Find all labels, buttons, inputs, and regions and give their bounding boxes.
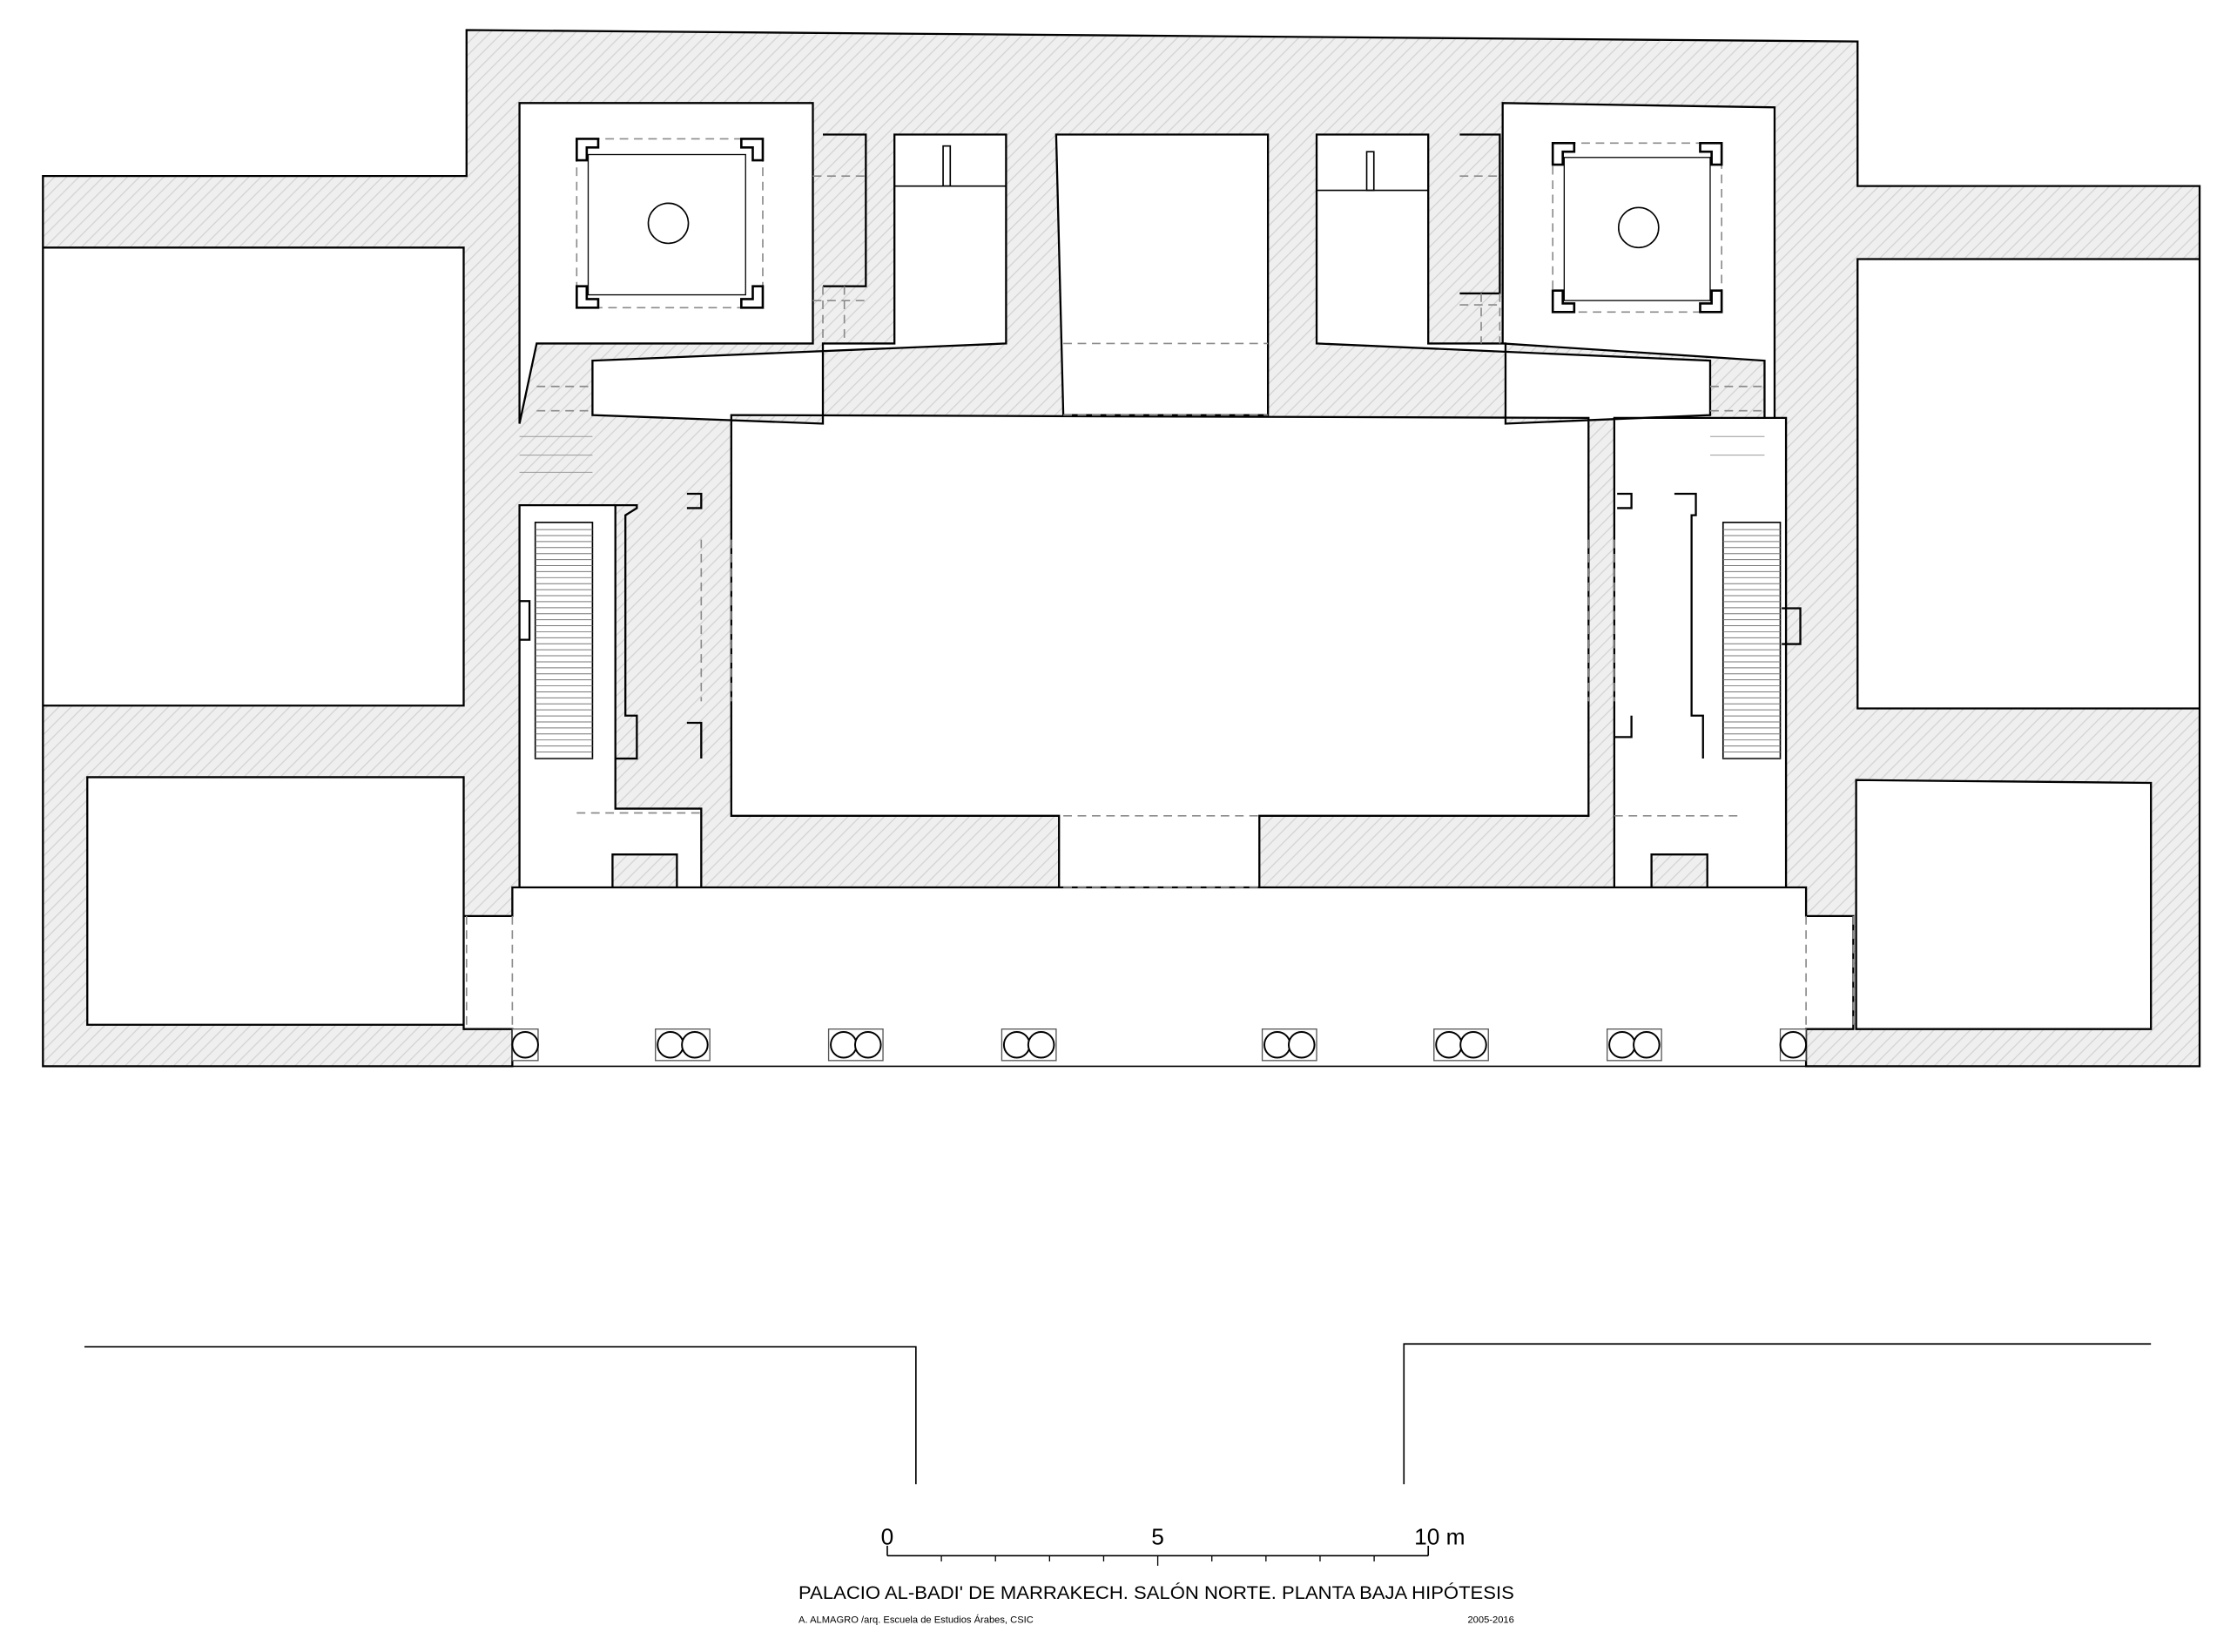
double-column [655, 1028, 711, 1062]
column-shaft-icon [1608, 1030, 1636, 1059]
right-pier-sw [1551, 289, 1576, 314]
wall-mass [42, 29, 2201, 1068]
right-staircase [1722, 522, 1782, 759]
double-column [1433, 1028, 1489, 1062]
column-shaft-icon [1027, 1030, 1055, 1059]
small-rooms [894, 145, 1429, 192]
upper-steps [519, 435, 1765, 473]
drawing-years: 2005-2016 [1467, 1615, 1513, 1626]
right-pier-nw [1551, 142, 1576, 166]
column-shaft-icon [657, 1030, 684, 1059]
column-shaft-icon [1459, 1030, 1487, 1059]
left-pavilion [576, 138, 765, 309]
double-column [1001, 1028, 1057, 1062]
left-fountain-icon [647, 202, 690, 245]
single-column [511, 1028, 539, 1062]
right-pier-ne [1699, 142, 1723, 166]
scale-tick-0: 0 [881, 1523, 894, 1549]
column-shaft-icon [1435, 1030, 1463, 1059]
column-shaft-icon [1287, 1030, 1316, 1059]
right-pavilion [1551, 142, 1723, 314]
right-pier-se [1699, 289, 1723, 314]
left-pier-se [740, 285, 765, 309]
double-column [1606, 1028, 1662, 1062]
left-pier-ne [740, 138, 765, 162]
scale-tick-5: 5 [1151, 1523, 1164, 1549]
plan-scale-group: 0 5 10 m PALACIO AL-BADI' DE MARRAKECH. … [42, 29, 2201, 1626]
column-shaft-icon [1263, 1030, 1291, 1059]
column-shaft-icon [1633, 1030, 1661, 1059]
drawing-author: A. ALMAGRO /arq. Escuela de Estudios Ára… [798, 1615, 1034, 1626]
lower-outline [84, 1343, 2152, 1485]
single-column [1779, 1028, 1808, 1062]
column-shaft-icon [681, 1030, 709, 1059]
portico-columns [511, 1028, 1808, 1062]
drawing-title: PALACIO AL-BADI' DE MARRAKECH. SALÓN NOR… [798, 1583, 1514, 1603]
column-shaft-icon [1779, 1030, 1808, 1059]
scale-bar: 0 5 10 m [881, 1523, 1466, 1566]
left-pier-nw [576, 138, 600, 162]
column-shaft-icon [830, 1030, 858, 1059]
column-shaft-icon [511, 1030, 539, 1059]
right-fountain-icon [1617, 206, 1660, 249]
column-shaft-icon [1002, 1030, 1031, 1059]
hidden-lines [465, 138, 1855, 1029]
left-pier-sw [576, 285, 600, 309]
left-staircase [534, 522, 594, 759]
double-column [1261, 1028, 1317, 1062]
double-column [827, 1028, 884, 1062]
column-shaft-icon [854, 1030, 882, 1059]
scale-tick-10: 10 m [1414, 1523, 1465, 1549]
